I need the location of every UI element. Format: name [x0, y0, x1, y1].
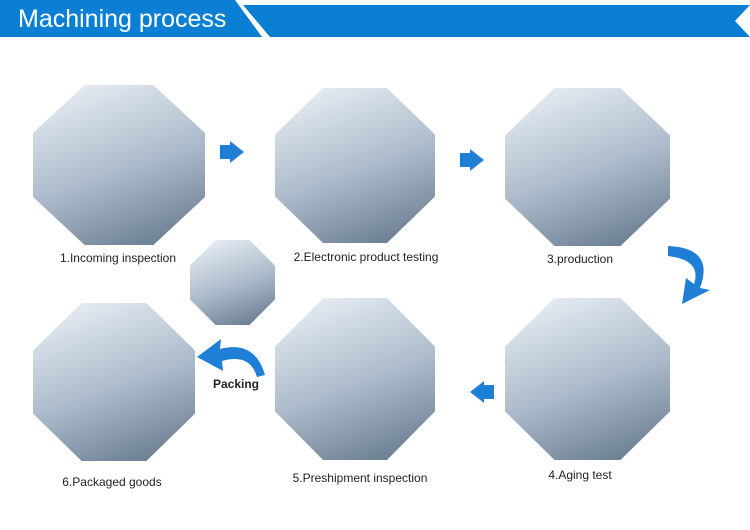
photo-electronic-testing: [275, 88, 435, 243]
curved-arrow-down-icon: [668, 246, 710, 304]
photo-preshipment-inspection: [275, 298, 435, 460]
banner-shape: [0, 0, 750, 37]
step-label-3: 3.production: [546, 252, 614, 266]
photo-packaged-goods: [33, 303, 195, 461]
step-label-6: 6.Packaged goods: [62, 475, 162, 489]
photo-incoming-inspection: [33, 85, 205, 245]
curved-arrow-left-icon: [197, 339, 265, 377]
step-label-1: 1.Incoming inspection: [59, 251, 177, 265]
step-label-5: 5.Preshipment inspection: [292, 471, 428, 485]
photo-packing: [190, 240, 275, 325]
photo-aging-test: [505, 298, 670, 460]
step-label-2: 2.Electronic product testing: [293, 250, 439, 264]
step-label-4: 4.Aging test: [548, 468, 612, 482]
packing-label: Packing: [212, 377, 260, 391]
photo-production: [505, 88, 670, 246]
page-title: Machining process: [18, 5, 227, 33]
